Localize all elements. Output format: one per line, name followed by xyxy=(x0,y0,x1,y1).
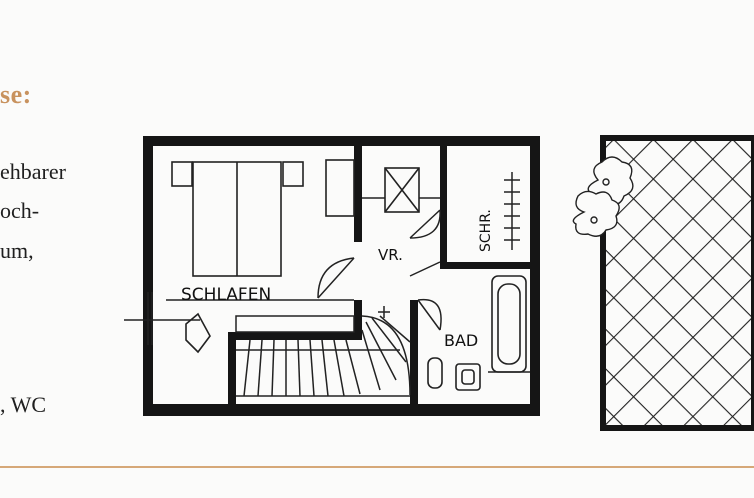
shrub-icon xyxy=(572,156,634,237)
wardrobe-rail xyxy=(504,172,520,250)
section-heading: se: xyxy=(0,80,32,109)
staircase xyxy=(235,306,411,397)
divider-rule xyxy=(0,466,754,468)
closet-label: SCHR. xyxy=(478,209,494,252)
hall-label: VR. xyxy=(378,246,403,264)
interior-walls xyxy=(228,146,530,408)
doors xyxy=(317,209,442,331)
shaft-box xyxy=(362,167,440,213)
body-text-line: och- xyxy=(0,198,40,223)
bath-label: BAD xyxy=(444,331,478,350)
body-text-line: , WC xyxy=(0,392,47,417)
body-text-line: um, xyxy=(0,238,34,263)
bathroom-fixtures xyxy=(427,275,530,391)
outer-walls xyxy=(143,136,540,416)
window-left xyxy=(124,292,211,354)
body-text-line: ehbarer xyxy=(0,159,66,184)
bed xyxy=(166,159,355,301)
bedroom-label: SCHLAFEN xyxy=(181,285,271,305)
